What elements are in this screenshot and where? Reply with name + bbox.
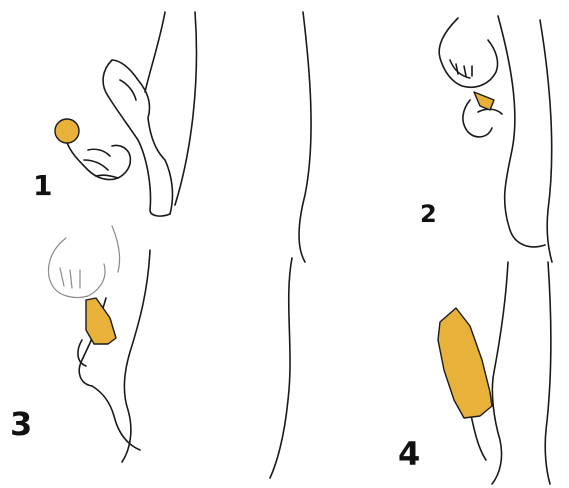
condom-rolled-partial-icon bbox=[86, 298, 116, 344]
step-2-number: 2 bbox=[420, 202, 437, 226]
panel-1-figure bbox=[66, 12, 196, 216]
step-3-number: 3 bbox=[10, 408, 32, 440]
condom-tip-icon bbox=[474, 92, 494, 110]
condom-fully-on-icon bbox=[438, 308, 492, 418]
condom-wrapper-icon bbox=[55, 119, 79, 143]
divider-contour bbox=[270, 12, 311, 478]
step-4-number: 4 bbox=[398, 438, 420, 470]
step-1-number: 1 bbox=[33, 172, 52, 200]
panel-2-figure bbox=[439, 16, 552, 262]
